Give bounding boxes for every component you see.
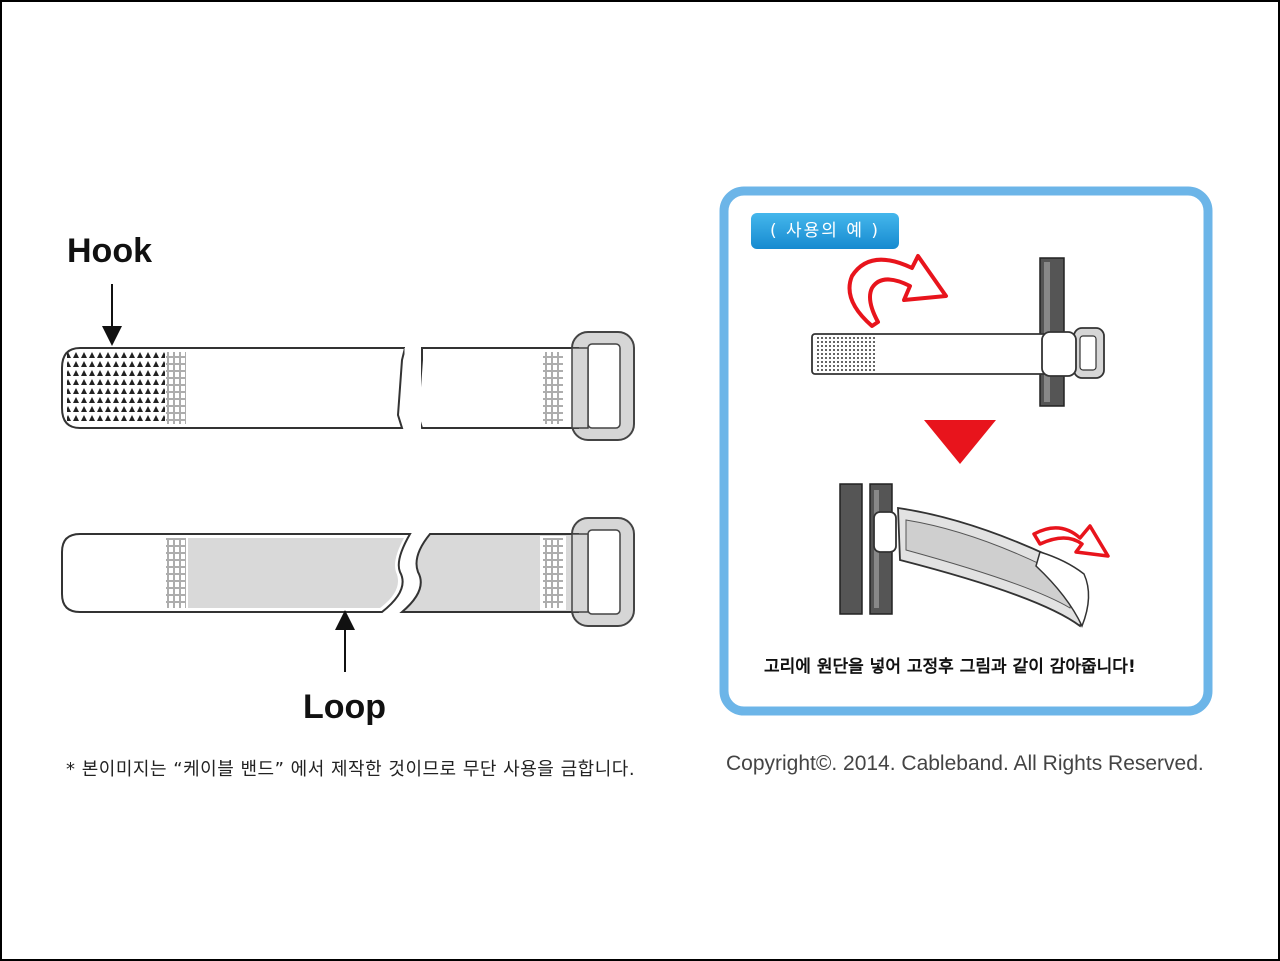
hook-label: Hook [67, 232, 152, 270]
usage-instruction: 고리에 원단을 넣어 고정후 그림과 같이 감아줍니다! [764, 657, 1136, 677]
hook-strap [61, 331, 635, 441]
down-triangle-icon [924, 420, 996, 464]
usage-step-1 [811, 254, 1105, 407]
loop-label: Loop [303, 688, 387, 726]
hook-texture [67, 352, 165, 424]
loop-strap [61, 517, 635, 627]
copyright-text: Copyright©. 2014. Cableband. All Rights … [726, 752, 1204, 775]
usage-notice: * 본이미지는 “케이블 밴드” 에서 제작한 것이므로 무단 사용을 금합니다… [66, 759, 636, 780]
usage-example-badge: ( 사용의 예 ) [751, 213, 899, 249]
usage-step-2 [839, 483, 1110, 628]
fold-arrow-icon [847, 254, 948, 328]
wrap-arrow-icon [1032, 524, 1110, 558]
